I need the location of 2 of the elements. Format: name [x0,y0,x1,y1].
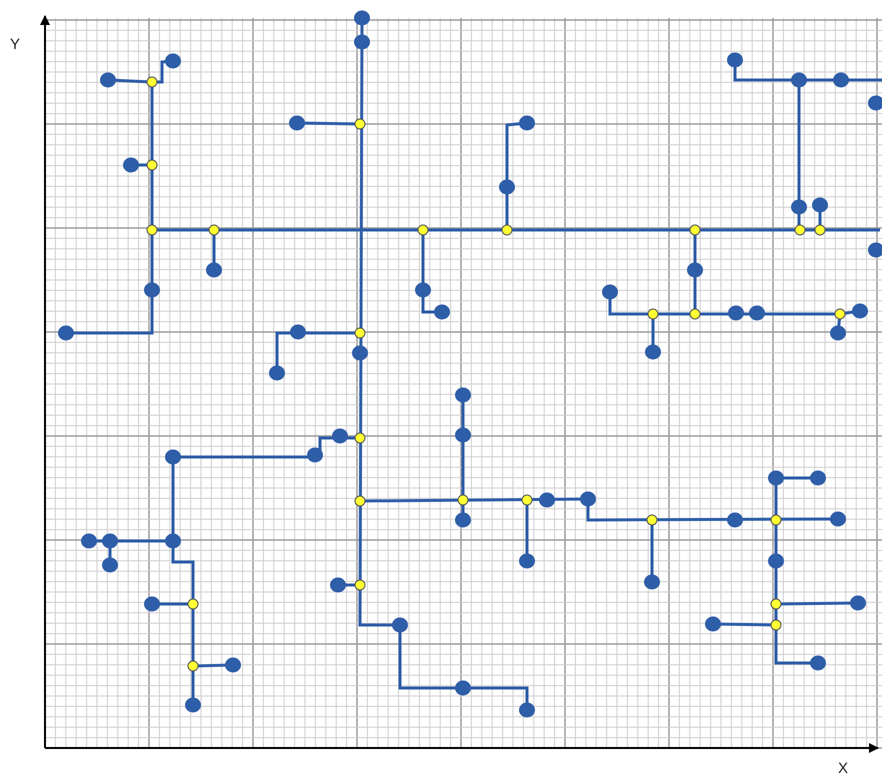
axis-label: X [838,760,848,777]
axis-label: Y [10,36,20,53]
